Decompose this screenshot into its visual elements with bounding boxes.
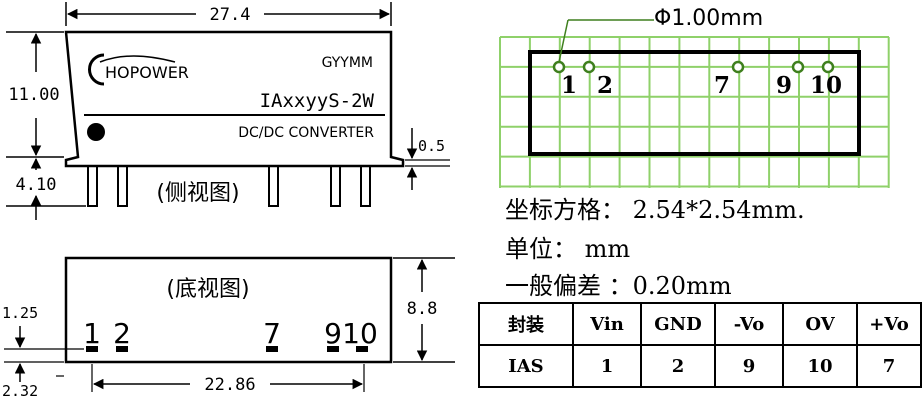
pin-table-header-package: 封装 bbox=[478, 302, 574, 346]
side-pins bbox=[87, 165, 371, 207]
pcb-pin-label-10: 10 bbox=[810, 72, 842, 99]
pin-table-header-pos-vo: +Vo bbox=[856, 302, 922, 346]
bottom-pin-label-1: 1 bbox=[83, 317, 101, 350]
hole-diameter-dim: Φ1.00mm bbox=[654, 6, 763, 31]
bottom-body-outline bbox=[64, 256, 393, 364]
bottom-height-dim: 8.8 bbox=[407, 299, 438, 319]
module-body-outline bbox=[64, 30, 405, 168]
pcb-view: Φ1.00mm 1 2 7 9 10 bbox=[499, 6, 890, 188]
pin-table-cell-vin: 1 bbox=[572, 344, 642, 388]
unit-note: 单位： mm bbox=[505, 235, 631, 263]
pin-span-dim: 22.86 bbox=[204, 375, 255, 395]
pin-table-cell-package: IAS bbox=[478, 344, 574, 388]
pin-table-cell-neg-vo: 9 bbox=[714, 344, 784, 388]
date-code: GYYMM bbox=[322, 55, 373, 71]
logo-swoosh-icon bbox=[99, 55, 176, 63]
bottom-view: (底视图) 1 2 7 9 10 8.8 1.25 2.32 22.86 bbox=[2, 256, 455, 400]
pin-table: 封装 Vin GND -Vo OV +Vo IAS 1 2 9 10 7 bbox=[478, 302, 922, 388]
pin-table-header-ov: OV bbox=[782, 302, 858, 346]
bottom-edge-dim: 2.32 bbox=[2, 382, 38, 400]
side-view-caption: (侧视图) bbox=[156, 181, 239, 206]
side-width-dim: 27.4 bbox=[210, 5, 251, 25]
bottom-pin-label-7: 7 bbox=[263, 317, 281, 350]
logo-text: HOPOWER bbox=[105, 63, 189, 82]
pin-table-cell-ov: 10 bbox=[782, 344, 858, 388]
side-view: 27.4 HOPOWER GYYMM IAxxyyS-2W DC/DC CONV… bbox=[6, 2, 450, 220]
pcb-holes bbox=[552, 60, 835, 74]
side-height-dim: 11.00 bbox=[8, 85, 59, 105]
pin-table-header-gnd: GND bbox=[640, 302, 716, 346]
pin1-dot-icon bbox=[87, 123, 105, 141]
pcb-pin-label-9: 9 bbox=[776, 72, 792, 99]
bottom-view-caption: (底视图) bbox=[166, 277, 249, 302]
pin-table-cell-gnd: 2 bbox=[640, 344, 716, 388]
pin-table-row: IAS 1 2 9 10 7 bbox=[478, 344, 922, 388]
grid-spacing-note: 坐标方格： 2.54*2.54mm. bbox=[505, 196, 805, 224]
pcb-footprint-outline bbox=[528, 50, 861, 156]
bottom-pin-label-9: 9 bbox=[324, 317, 342, 350]
pin-table-header-vin: Vin bbox=[572, 302, 642, 346]
bottom-pin-pads bbox=[86, 346, 368, 352]
bottom-pin-label-10: 10 bbox=[342, 317, 378, 350]
bottom-offset-dim: 1.25 bbox=[2, 304, 38, 322]
tolerance-note: 一般偏差 ：0.20mm bbox=[505, 272, 732, 300]
pin-table-header-row: 封装 Vin GND -Vo OV +Vo bbox=[478, 302, 922, 346]
logo-c-icon bbox=[88, 53, 105, 86]
pin-length-dim: 4.10 bbox=[16, 175, 57, 195]
converter-type-label: DC/DC CONVERTER bbox=[238, 125, 374, 141]
pin-table-cell-pos-vo: 7 bbox=[856, 344, 922, 388]
bottom-pin-label-2: 2 bbox=[113, 317, 131, 350]
pcb-pin-label-1: 1 bbox=[561, 72, 577, 99]
model-label: IAxxyyS-2W bbox=[260, 90, 375, 112]
pcb-pin-label-7: 7 bbox=[714, 72, 730, 99]
pcb-pin-label-2: 2 bbox=[597, 72, 613, 99]
pcb-grid bbox=[499, 36, 890, 188]
pin-thickness-dim: 0.5 bbox=[418, 137, 445, 155]
pin-table-header-neg-vo: -Vo bbox=[714, 302, 784, 346]
